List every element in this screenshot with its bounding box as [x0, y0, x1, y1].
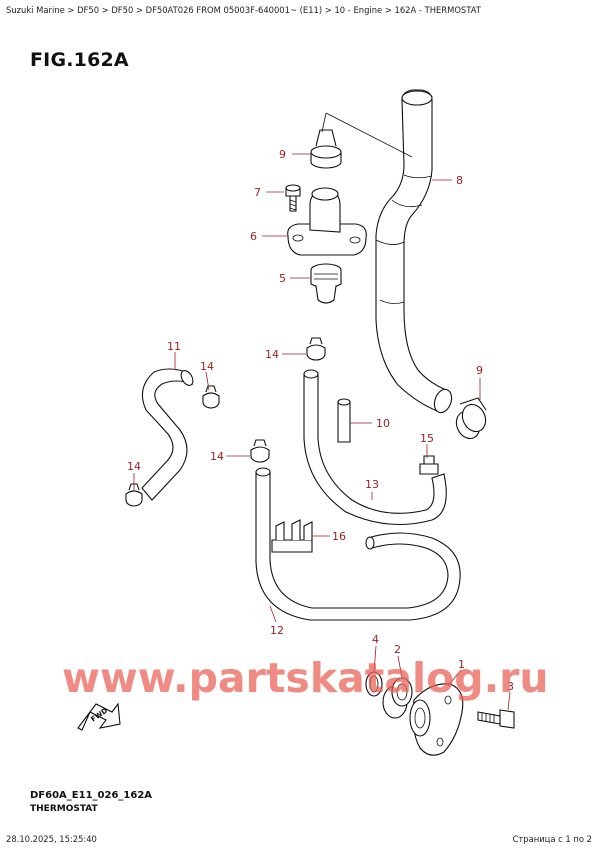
part-14-clamp-a[interactable]: [202, 385, 220, 409]
callout-3: 3: [507, 680, 514, 693]
callout-16: 16: [332, 530, 346, 543]
callout-14c: 14: [265, 348, 279, 361]
callout-7: 7: [254, 186, 261, 199]
callout-14b: 14: [127, 460, 141, 473]
part-14-clamp-c[interactable]: [306, 337, 326, 361]
part-11-hose[interactable]: [141, 368, 195, 501]
part-9-clamp-right[interactable]: [452, 397, 490, 442]
figure-name: THERMOSTAT: [30, 804, 98, 814]
watermark: www.partskatalog.ru: [62, 654, 549, 702]
callout-13: 13: [365, 478, 379, 491]
figure-title: FIG.162A: [30, 49, 129, 71]
part-12-hose[interactable]: [255, 467, 461, 621]
page-indicator: Страница с 1 по 2: [512, 834, 592, 844]
callout-14d: 14: [210, 450, 224, 463]
callout-10: 10: [376, 417, 390, 430]
figure-code: DF60A_E11_026_162A: [30, 790, 153, 801]
part-9-clamp-top[interactable]: [310, 112, 413, 169]
part-13-hose[interactable]: [303, 369, 447, 526]
callout-6: 6: [250, 230, 257, 243]
callout-11: 11: [167, 340, 181, 353]
part-14-clamp-b[interactable]: [125, 483, 143, 507]
part-5-thermostat[interactable]: [310, 263, 342, 304]
callout-4: 4: [372, 633, 379, 646]
callout-1: 1: [458, 658, 465, 671]
part-4-ring[interactable]: [365, 671, 383, 697]
callout-2: 2: [394, 643, 401, 656]
part-3-bolt[interactable]: [477, 709, 515, 729]
callout-9b: 9: [476, 364, 483, 377]
fwd-arrow-icon: FWD: [77, 702, 121, 731]
part-14-clamp-d[interactable]: [250, 439, 270, 463]
part-10-hose[interactable]: [337, 398, 351, 443]
part-16-clip[interactable]: [271, 519, 313, 553]
callout-5: 5: [279, 272, 286, 285]
part-15-clamp[interactable]: [419, 455, 439, 475]
callout-15: 15: [420, 432, 434, 445]
callout-8: 8: [456, 174, 463, 187]
breadcrumb: Suzuki Marine > DF50 > DF50 > DF50AT026 …: [6, 5, 481, 15]
leader-lines: [133, 153, 511, 711]
callout-12: 12: [270, 624, 284, 637]
callout-9a: 9: [279, 148, 286, 161]
part-6-thermostat-cover[interactable]: [287, 187, 367, 256]
print-datetime: 28.10.2025, 15:25:40: [6, 834, 97, 844]
part-1-housing[interactable]: [409, 683, 464, 756]
callout-14a: 14: [200, 360, 214, 373]
part-8-hose[interactable]: [375, 89, 455, 415]
part-2-seal[interactable]: [382, 677, 413, 719]
part-7-bolt[interactable]: [285, 184, 301, 212]
